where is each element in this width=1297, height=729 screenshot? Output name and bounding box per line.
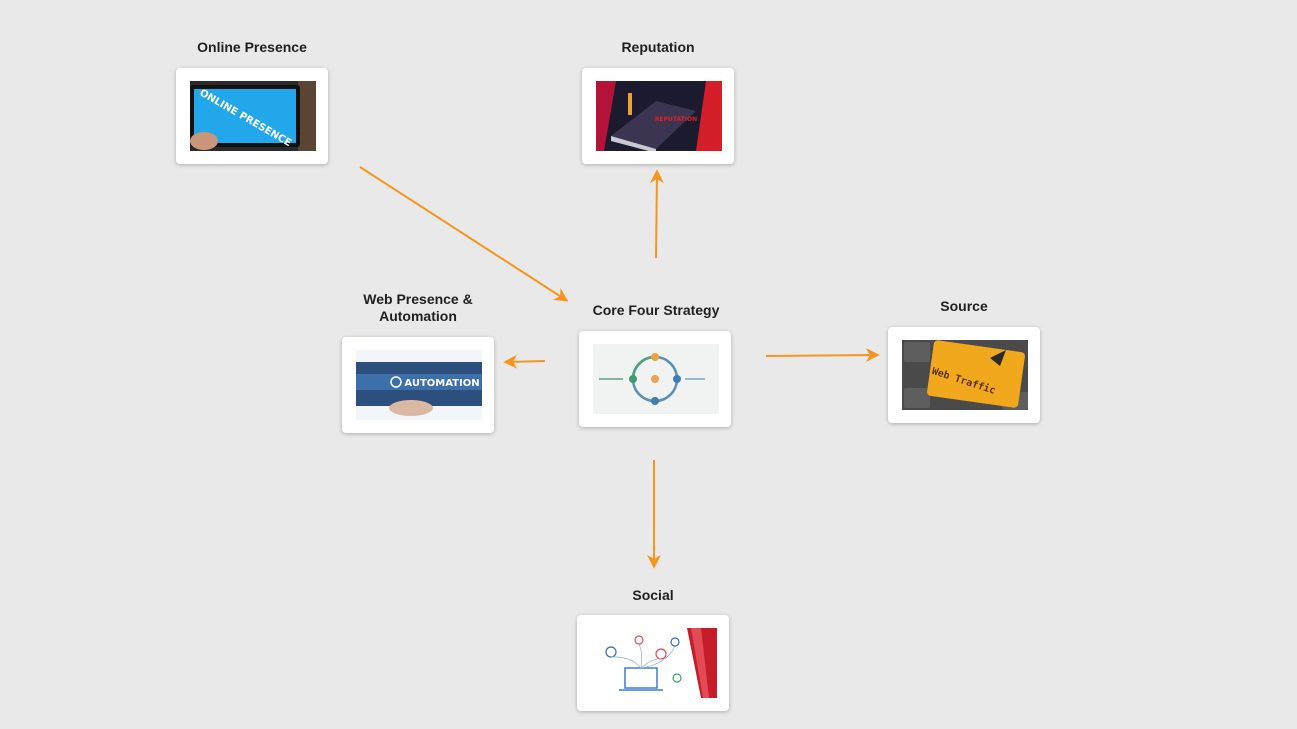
arrow-core-to-source bbox=[765, 348, 880, 363]
node-label-social: Social bbox=[632, 587, 674, 603]
arrow-online-presence-to-core bbox=[359, 166, 569, 302]
node-web-automation[interactable]: AUTOMATION bbox=[342, 337, 494, 433]
node-online-presence[interactable]: ONLINE PRESENCE bbox=[176, 68, 328, 164]
tablet-image: ONLINE PRESENCE bbox=[190, 81, 316, 151]
node-label-core-four-strategy: Core Four Strategy bbox=[592, 302, 720, 318]
arrow-core-to-reputation bbox=[649, 169, 664, 259]
node-source[interactable]: Web Traffic bbox=[888, 327, 1040, 423]
automation-image: AUTOMATION bbox=[356, 350, 482, 420]
node-core-four-strategy[interactable] bbox=[579, 331, 731, 427]
node-label-web-automation: Web Presence & Automation bbox=[363, 291, 473, 324]
node-social[interactable] bbox=[577, 615, 729, 711]
svg-text:AUTOMATION: AUTOMATION bbox=[404, 378, 479, 389]
node-label-source: Source bbox=[940, 298, 988, 314]
cycle-diagram-image bbox=[593, 344, 719, 414]
node-label-online-presence: Online Presence bbox=[197, 39, 307, 55]
social-media-image bbox=[591, 628, 717, 698]
arrow-core-to-web-automation bbox=[503, 354, 546, 369]
reputation-image: REPUTATION bbox=[596, 81, 722, 151]
node-label-reputation: Reputation bbox=[621, 39, 695, 55]
keyboard-key-image: Web Traffic bbox=[902, 340, 1028, 410]
svg-text:REPUTATION: REPUTATION bbox=[655, 116, 697, 123]
node-reputation[interactable]: REPUTATION bbox=[582, 68, 734, 164]
